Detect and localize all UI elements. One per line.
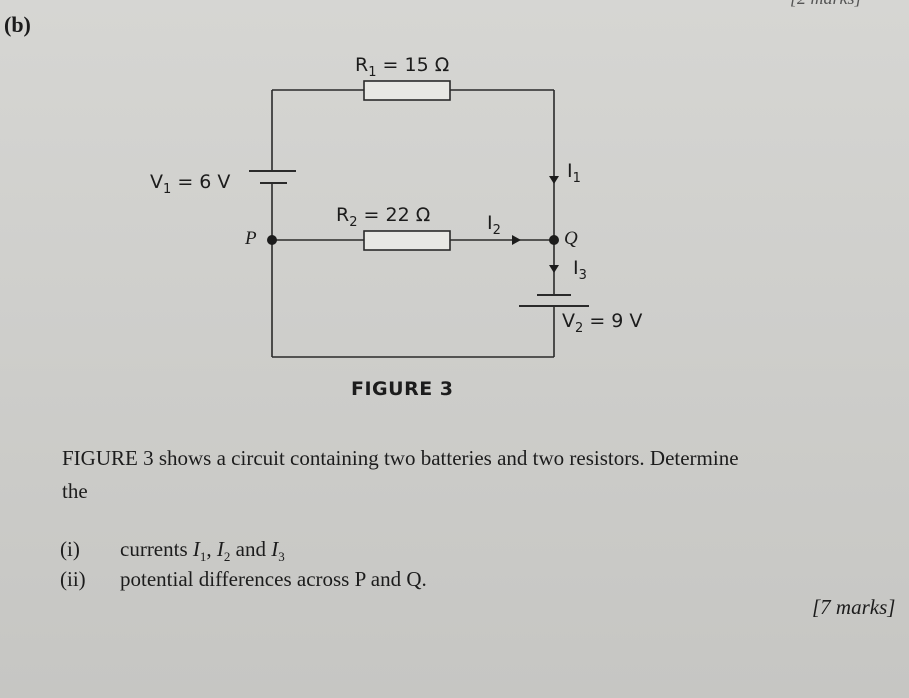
part-label: (b) bbox=[4, 12, 31, 37]
current-i1-label: I1 bbox=[567, 160, 581, 186]
current-i2-arrow bbox=[512, 235, 521, 245]
current-i3-arrow bbox=[549, 265, 559, 273]
resistor-r1-symbol bbox=[363, 80, 451, 101]
marks-allocation: [7 marks] bbox=[812, 595, 896, 619]
resistor-r1-label: R1 = 15 Ω bbox=[355, 54, 450, 80]
node-p-label: P bbox=[245, 228, 257, 249]
battery-v1-label: V1 = 6 V bbox=[150, 171, 231, 197]
current-i3-label: I3 bbox=[573, 257, 587, 283]
question-text-line-1: FIGURE 3 shows a circuit containing two … bbox=[62, 446, 739, 470]
resistor-r2-label: R2 = 22 Ω bbox=[336, 204, 431, 230]
node-q-label: Q bbox=[564, 228, 578, 249]
figure-caption: FIGURE 3 bbox=[351, 378, 454, 400]
current-i1-arrow bbox=[549, 176, 559, 184]
sub-question-i-number: (i) bbox=[60, 537, 80, 561]
node-p-dot bbox=[267, 235, 277, 245]
question-text-line-2: the bbox=[62, 479, 88, 503]
node-q-dot bbox=[549, 235, 559, 245]
resistor-r2-symbol bbox=[363, 230, 451, 251]
current-i2-label: I2 bbox=[487, 212, 501, 238]
sub-question-i-text: currents I1, I2 and I3 bbox=[120, 537, 285, 564]
battery-v2-label: V2 = 9 V bbox=[562, 310, 643, 336]
sub-question-ii-number: (ii) bbox=[60, 567, 86, 591]
previous-marks-text: [2 marks] bbox=[790, 0, 862, 9]
sub-question-ii-text: potential differences across P and Q. bbox=[120, 567, 427, 591]
